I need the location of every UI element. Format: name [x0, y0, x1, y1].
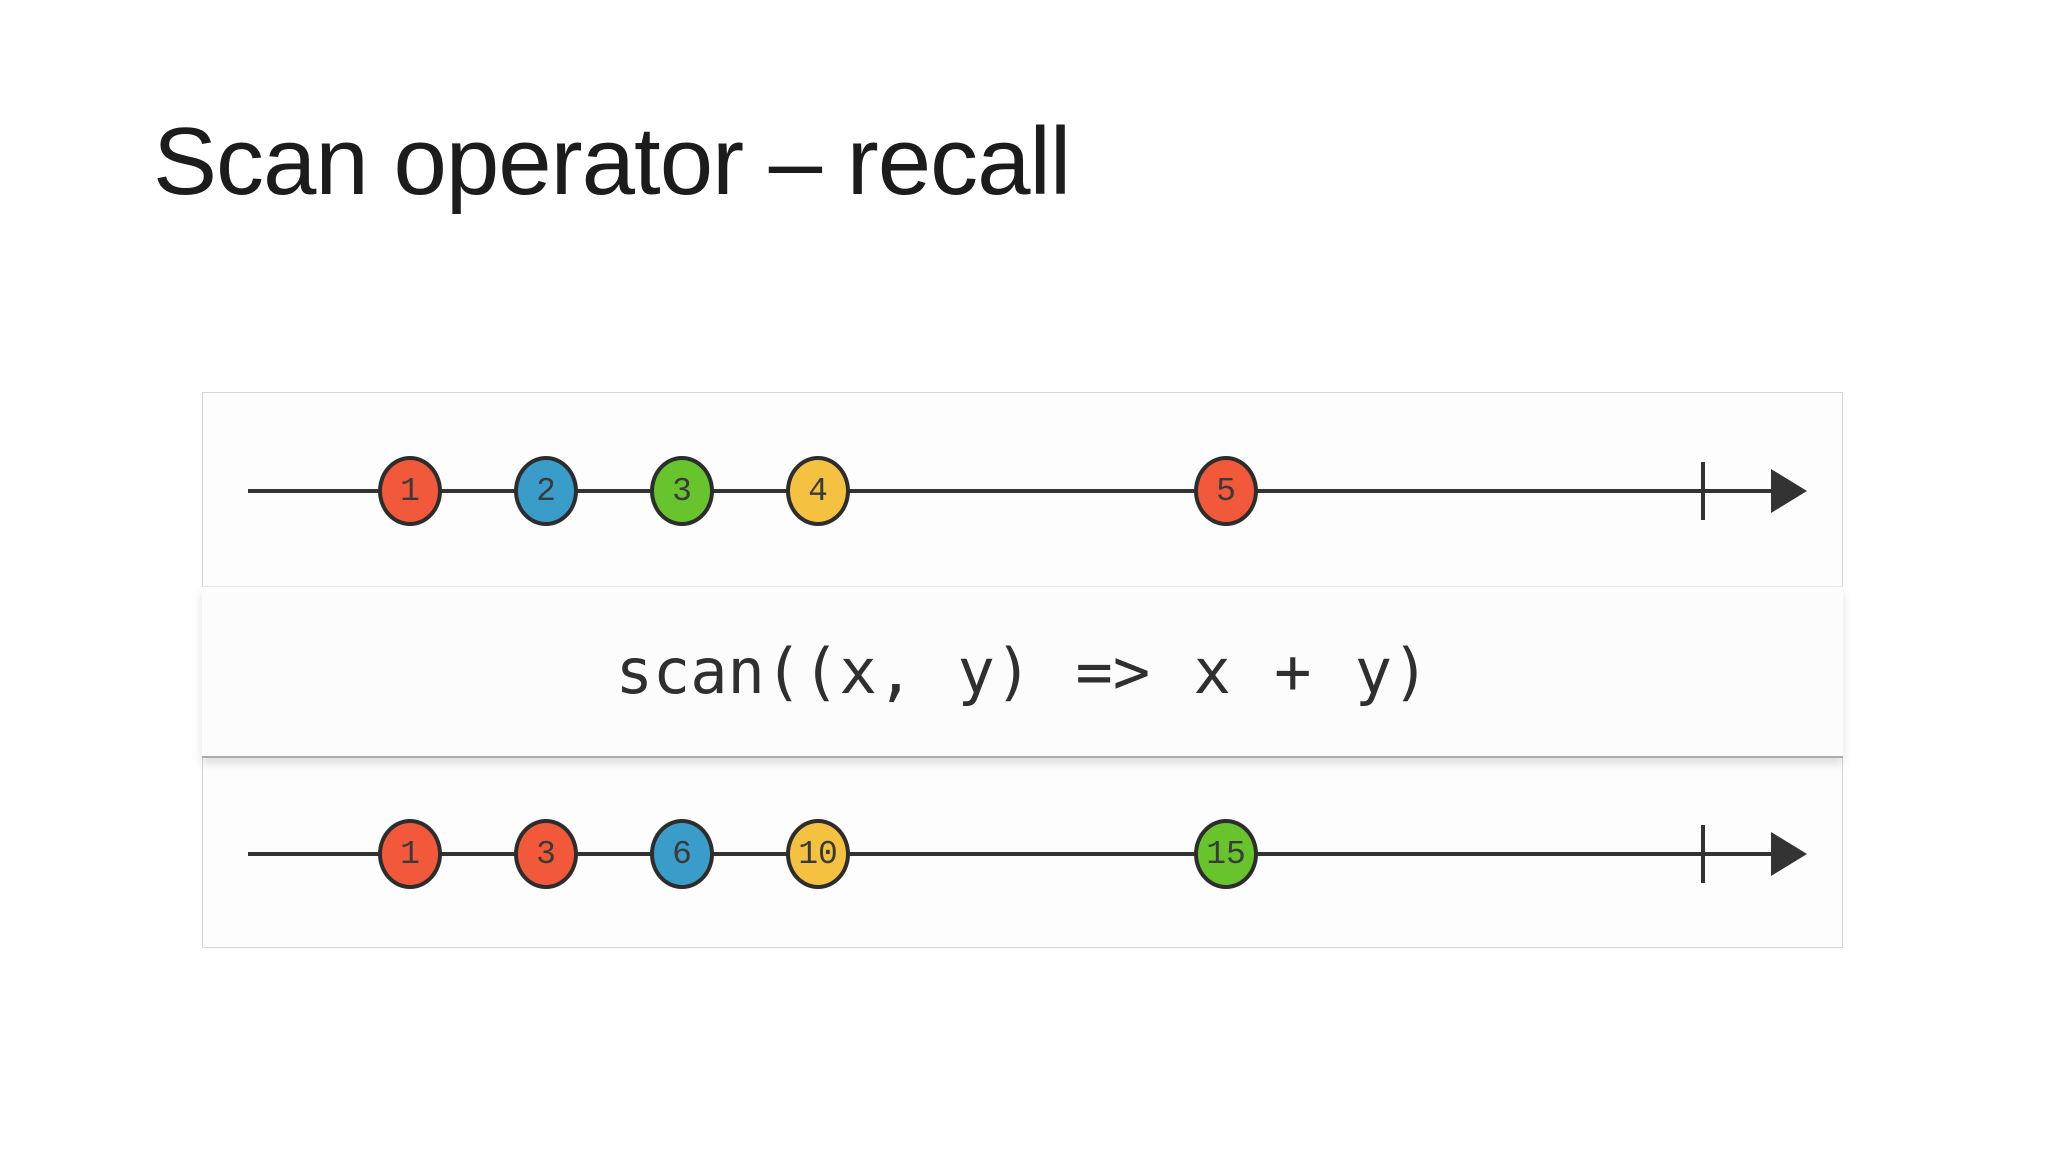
- marble-label: 6: [672, 835, 692, 873]
- marble: 1: [378, 819, 442, 889]
- output-stream-row: 1 3 6 10 15: [203, 756, 1842, 947]
- marble: 3: [650, 456, 714, 526]
- marble: 10: [786, 819, 850, 889]
- input-stream-row: 1 2 3 4 5: [203, 393, 1842, 586]
- output-completion-tick: [1701, 825, 1705, 883]
- marble-label: 10: [798, 835, 838, 873]
- input-completion-tick: [1701, 462, 1705, 520]
- marble: 2: [514, 456, 578, 526]
- marble-label: 3: [536, 835, 556, 873]
- marble-label: 1: [400, 472, 420, 510]
- marble-label: 5: [1216, 472, 1236, 510]
- marble: 5: [1194, 456, 1258, 526]
- marble-diagram: 1 2 3 4 5 scan((x, y) => x + y): [202, 392, 1843, 948]
- marble-label: 15: [1206, 835, 1246, 873]
- marble-label: 3: [672, 472, 692, 510]
- input-timeline-line: [248, 489, 1775, 493]
- marble: 1: [378, 456, 442, 526]
- slide-title: Scan operator – recall: [153, 108, 1071, 215]
- output-timeline-line: [248, 852, 1775, 856]
- marble-label: 2: [536, 472, 556, 510]
- output-arrowhead-icon: [1771, 832, 1807, 876]
- marble: 15: [1194, 819, 1258, 889]
- marble: 6: [650, 819, 714, 889]
- input-arrowhead-icon: [1771, 469, 1807, 513]
- operator-code: scan((x, y) => x + y): [615, 635, 1430, 708]
- operator-band: scan((x, y) => x + y): [202, 586, 1843, 758]
- marble-label: 1: [400, 835, 420, 873]
- marble-label: 4: [808, 472, 828, 510]
- marble: 3: [514, 819, 578, 889]
- marble: 4: [786, 456, 850, 526]
